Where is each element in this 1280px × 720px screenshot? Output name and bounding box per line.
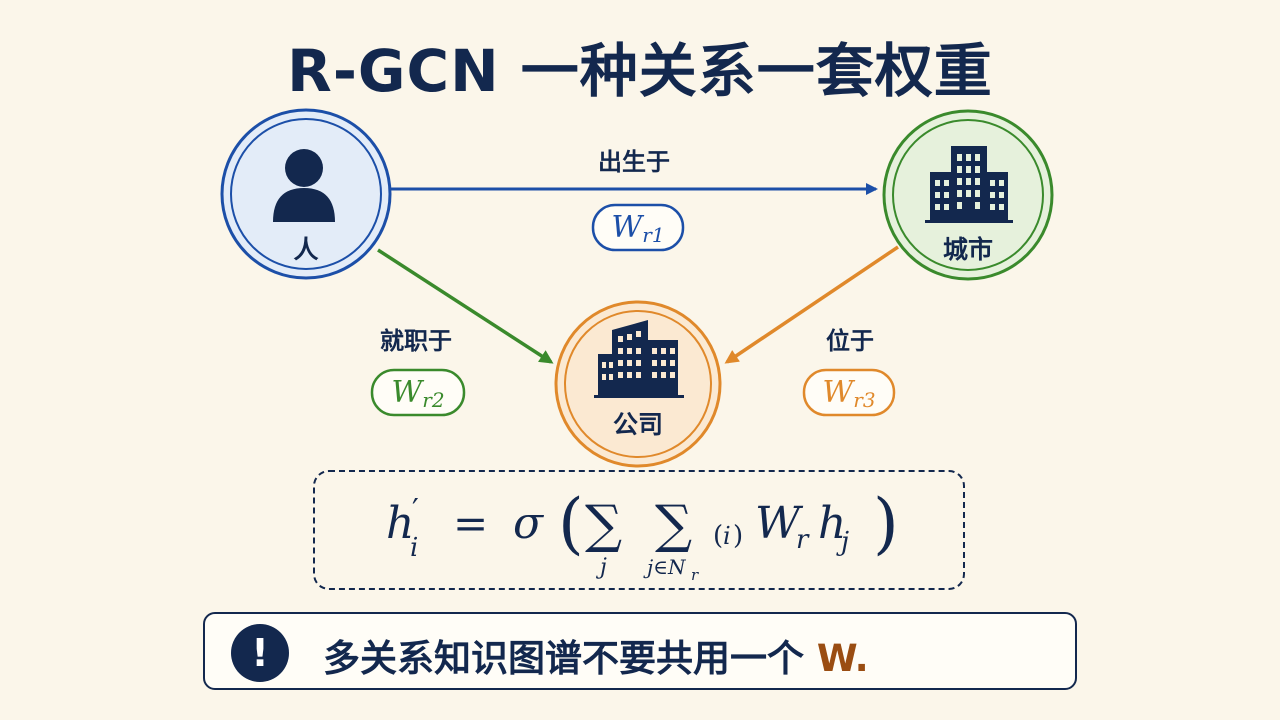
svg-text:W: W [755,498,804,549]
person-icon [273,149,335,222]
svg-text:h: h [818,498,846,549]
edge-works-at-weight-sub: r2 [422,388,444,412]
edge-born-in-weight-sub: r1 [642,223,664,247]
node-company-label: 公司 [613,410,663,439]
svg-text:): ) [873,485,899,562]
edge-works-at-weight: Wr2 [370,368,466,417]
node-city: 城市 [882,109,1054,281]
node-company: 公司 [554,300,722,468]
svg-text:j: j [595,555,607,580]
edge-works-at-label: 就职于 [380,327,452,355]
edge-born-in-label: 出生于 [598,148,670,176]
edge-works-at-weight-symbol: W [391,375,424,410]
note-text-accent: W. [816,637,869,680]
svg-text:r: r [691,566,699,584]
page-title: R-GCN 一种关系一套权重 [287,37,993,105]
svg-text:=: = [453,499,488,548]
edge-born-in-weight-symbol: W [611,210,644,245]
note-text-main: 多关系知识图谱不要共用一个 [323,637,817,680]
edge-located-in-label: 位于 [826,327,874,355]
svg-text:∑: ∑ [655,495,692,555]
edge-located-in-weight-symbol: W [822,375,855,410]
svg-text:Wr3: Wr3 [822,375,875,412]
edge-located-in-arrow [724,245,899,364]
svg-text:i: i [723,522,731,550]
formula-svg: h ′ i = σ ( ∑ j ∑ j∈N r ( i ) W r h j ) [386,485,899,584]
formula-box: h ′ i = σ ( ∑ j ∑ j∈N r ( i ) W r h j ) [313,470,965,590]
svg-text:∑: ∑ [585,495,622,555]
edge-works-at-arrow [377,248,554,364]
svg-text:): ) [733,521,743,551]
city-buildings-icon [925,146,1013,223]
office-building-icon [594,320,684,398]
edge-located-in-weight-sub: r3 [853,388,875,412]
svg-text:Wr2: Wr2 [391,375,444,412]
note-text: 多关系知识图谱不要共用一个 W. [323,628,869,682]
svg-text:r: r [796,525,810,555]
svg-text:j∈N: j∈N [643,555,687,579]
edge-born-in-weight: Wr1 [591,203,685,252]
svg-text:i: i [410,533,418,563]
node-person-label: 人 [293,235,318,264]
node-city-label: 城市 [943,235,993,264]
svg-text:h: h [386,498,414,549]
node-person: 人 [220,108,392,280]
svg-text:(: ( [558,485,584,562]
svg-text:Wr1: Wr1 [611,210,664,247]
formula-expression: h ′ i = σ ( ∑ j ∑ j∈N r ( i ) W r h j ) [386,485,899,584]
svg-text:σ: σ [513,498,545,549]
svg-text:(: ( [713,521,723,551]
exclamation-icon: ! [231,624,289,682]
edge-located-in-weight: Wr3 [802,368,896,417]
svg-text:′: ′ [412,493,419,528]
note-box: ! 多关系知识图谱不要共用一个 W. [203,612,1077,690]
